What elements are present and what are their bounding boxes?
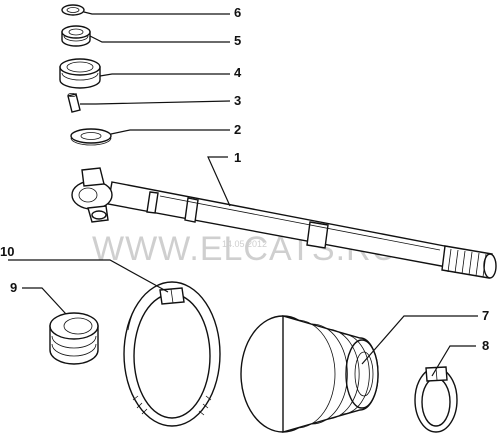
part-seal [61, 25, 91, 47]
part-drive-shaft [71, 167, 497, 279]
part-washer [70, 128, 112, 146]
callout-4: 4 [234, 65, 242, 80]
callout-3: 3 [234, 93, 241, 108]
callout-2: 2 [234, 122, 241, 137]
part-inner-seal [49, 312, 99, 365]
part-bearing [59, 58, 101, 89]
callout-6: 6 [234, 5, 241, 20]
part-boot-clamp [123, 281, 221, 427]
part-snap-ring [61, 4, 85, 16]
callout-10: 10 [0, 244, 14, 259]
callout-9: 9 [10, 280, 17, 295]
callout-8: 8 [482, 338, 489, 353]
leader-lines [8, 11, 478, 377]
part-small-clamp [414, 366, 458, 433]
callout-7: 7 [482, 308, 489, 323]
callout-1: 1 [234, 150, 241, 165]
part-pin [67, 93, 81, 113]
callout-5: 5 [234, 33, 241, 48]
watermark-date: 14.05.2012 [222, 239, 267, 249]
part-boot [240, 315, 379, 433]
